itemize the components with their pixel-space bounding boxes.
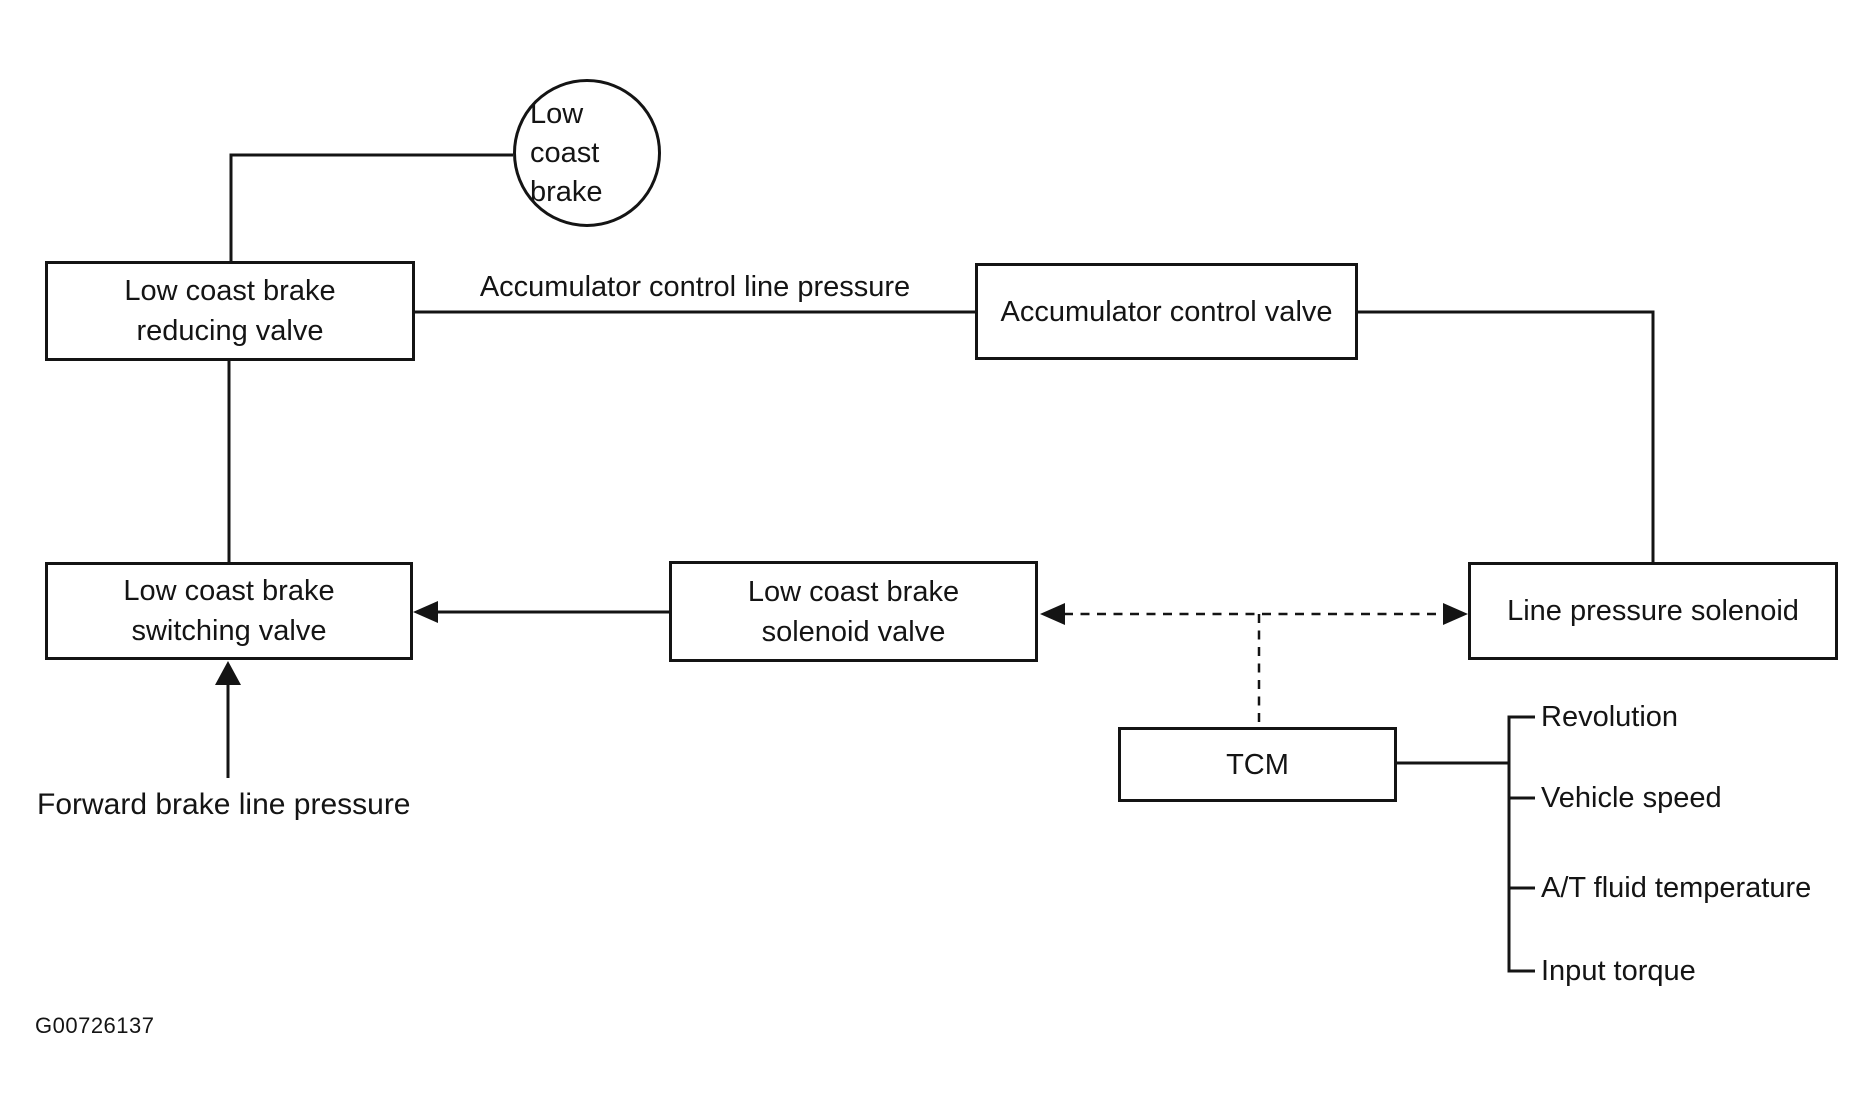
edge-circle-to-reducing-valve [229, 153, 513, 261]
node-label: Low coast brake solenoid valve [747, 575, 960, 648]
figure-id: G00726137 [35, 1013, 155, 1038]
node-line-pressure-solenoid: Line pressure solenoid [1468, 562, 1838, 660]
node-low-coast-brake: Low coast brake [513, 79, 661, 227]
arrowhead-dashed-left [1040, 603, 1065, 625]
edge-accvalve-to-linepressure [1358, 310, 1655, 562]
node-label: Line pressure solenoid [1507, 595, 1799, 627]
node-tcm: TCM [1118, 727, 1397, 802]
tcm-input-input-torque: Input torque [1541, 955, 1696, 987]
node-low-coast-brake-reducing-valve: Low coast brake reducing valve [45, 261, 415, 361]
node-label: Low coast brake [530, 97, 603, 208]
node-label: Low coast brake reducing valve [124, 275, 336, 347]
tcm-input-vehicle-speed: Vehicle speed [1541, 782, 1722, 814]
node-label: TCM [1226, 748, 1289, 781]
arrowhead-up-into-switching-valve [215, 661, 241, 685]
node-low-coast-brake-solenoid-valve: Low coast brake solenoid valve [669, 561, 1038, 662]
node-accumulator-control-valve: Accumulator control valve [975, 263, 1358, 360]
label-accumulator-control-line-pressure: Accumulator control line pressure [479, 271, 911, 303]
tcm-input-revolution: Revolution [1541, 701, 1679, 733]
tcm-input-at-fluid-temperature: A/T fluid temperature [1541, 872, 1812, 904]
tcm-input-bracket [1507, 715, 1535, 973]
node-label: Low coast brake switching valve [123, 575, 335, 647]
node-low-coast-brake-switching-valve: Low coast brake switching valve [45, 562, 413, 660]
arrowhead-into-switching-valve [413, 601, 438, 623]
label-forward-brake-line-pressure: Forward brake line pressure [37, 788, 411, 821]
arrowhead-dashed-right [1443, 603, 1468, 625]
node-label: Accumulator control valve [1000, 295, 1333, 328]
